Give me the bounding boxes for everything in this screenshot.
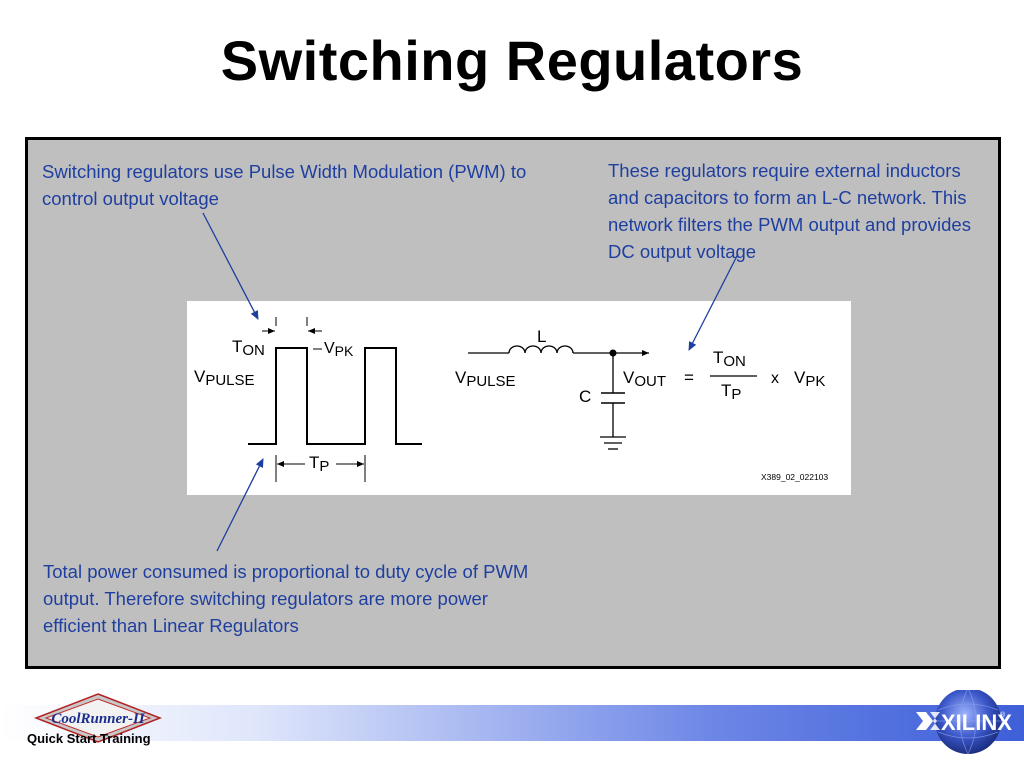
lc-note-line-2: and capacitors to form an L-C network. T…	[608, 187, 967, 208]
slide-title: Switching Regulators	[220, 29, 804, 92]
circuit-diagram-box	[187, 301, 851, 495]
lc-note-line-3: network filters the PWM output and provi…	[608, 214, 971, 235]
xilinx-mark-icon	[916, 712, 940, 730]
lc-network-note: These regulators require external induct…	[608, 157, 988, 265]
power-note-line-3: efficient than Linear Regulators	[43, 615, 299, 636]
xilinx-brand-text: XILINX	[941, 710, 1012, 735]
registered-mark: ®	[1000, 711, 1006, 719]
footer-logos: CoolRunner-II XILINX ®	[33, 690, 1012, 755]
lc-note-line-4: DC output voltage	[608, 241, 757, 262]
pwm-note-line-1: Switching regulators use Pulse Width Mod…	[42, 161, 527, 182]
quick-start-training-label: Quick Start Training	[27, 731, 151, 746]
power-note-line-2: output. Therefore switching regulators a…	[43, 588, 488, 609]
pwm-note: Switching regulators use Pulse Width Mod…	[42, 158, 562, 212]
lc-note-line-1: These regulators require external induct…	[608, 160, 961, 181]
pwm-note-line-2: control output voltage	[42, 188, 219, 209]
power-note: Total power consumed is proportional to …	[43, 558, 563, 639]
power-note-line-1: Total power consumed is proportional to …	[43, 561, 529, 582]
footer-band	[0, 705, 1024, 741]
coolrunner-logo-text: CoolRunner-II	[51, 711, 146, 727]
